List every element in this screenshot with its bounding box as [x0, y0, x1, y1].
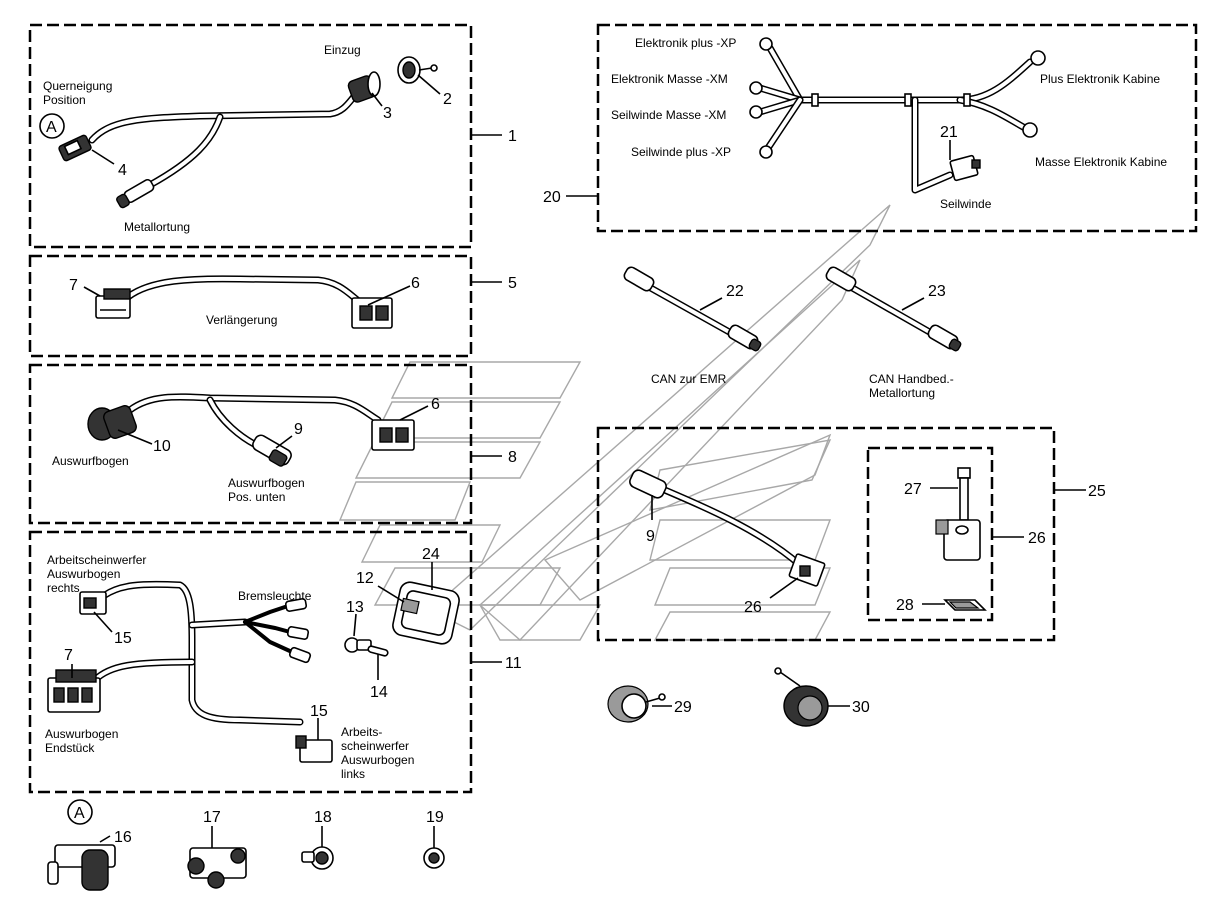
label-seilwinde: Seilwinde [940, 197, 992, 211]
part-29-cap [607, 685, 666, 723]
group-8-frame [28, 363, 473, 525]
part-17-distributor [187, 847, 247, 889]
label-arbeitscheinwerfer-links-4: links [341, 767, 365, 781]
label-can-handbed: CAN Handbed.- [869, 372, 954, 386]
label-elektronik-plus-xp: Elektronik plus -XP [635, 36, 736, 50]
callout-3: 3 [383, 105, 392, 122]
label-endstueck-2: Endstück [45, 741, 95, 755]
group-25-frame [596, 426, 1056, 642]
label-arbeitscheinwerfer-links-2: scheinwerfer [341, 739, 409, 753]
harness-11 [47, 580, 460, 763]
callout-30: 30 [852, 699, 870, 716]
label-metallortung: Metallortung [124, 220, 190, 234]
label-verlaengerung: Verlängerung [206, 313, 277, 327]
callout-28: 28 [896, 597, 914, 614]
callout-8: 8 [508, 449, 517, 466]
callout-23: 23 [928, 283, 946, 300]
harness-8 [87, 393, 415, 467]
group-26-frame [866, 446, 994, 622]
callout-9-group8: 9 [294, 421, 303, 438]
label-pos-unten: Pos. unten [228, 490, 285, 504]
callout-9-group25: 9 [646, 528, 655, 545]
group-20-frame [596, 23, 1198, 233]
callout-29: 29 [674, 699, 692, 716]
can-cable-22 [623, 266, 762, 352]
label-can-zur-emr: CAN zur EMR [651, 372, 727, 386]
callout-13: 13 [346, 599, 364, 616]
callout-19: 19 [426, 809, 444, 826]
callout-12: 12 [356, 570, 374, 587]
label-arbeitscheinwerfer-links-3: Auswurbogen [341, 753, 414, 767]
callout-6-group8: 6 [431, 396, 440, 413]
label-plus-elektronik-kabine: Plus Elektronik Kabine [1040, 72, 1160, 86]
marker-a-circle [39, 113, 65, 139]
callout-1: 1 [508, 128, 517, 145]
callout-2: 2 [443, 91, 452, 108]
callout-16: 16 [114, 829, 132, 846]
cable-25 [629, 469, 826, 587]
harness-20 [749, 37, 1046, 194]
label-endstueck-1: Auswurbogen [45, 727, 118, 741]
callout-10: 10 [153, 438, 171, 455]
label-seilwinde-masse-xm: Seilwinde Masse -XM [611, 108, 726, 122]
label-auswurfbogen-pos: Auswurfbogen [228, 476, 305, 490]
callout-22: 22 [726, 283, 744, 300]
label-seilwinde-plus-xp: Seilwinde plus -XP [631, 145, 731, 159]
callout-25: 25 [1088, 483, 1106, 500]
callout-6-group5: 6 [411, 275, 420, 292]
valve-26-detail [935, 467, 987, 611]
callout-4: 4 [118, 162, 127, 179]
label-arbeitscheinwerfer-rechts-3: rechts [47, 581, 80, 595]
label-bremsleuchte: Bremsleuchte [238, 589, 312, 603]
harness-1 [58, 56, 438, 209]
group-5-frame [28, 254, 473, 358]
harness-5 [95, 275, 393, 329]
label-elektronik-masse-xm: Elektronik Masse -XM [611, 72, 728, 86]
part-30-cap [774, 667, 829, 727]
marker-a-circle-bottom [67, 799, 93, 825]
callout-15-links: 15 [310, 703, 328, 720]
label-masse-elektronik-kabine: Masse Elektronik Kabine [1035, 155, 1167, 169]
callout-15-rechts: 15 [114, 630, 132, 647]
label-arbeitscheinwerfer-rechts-2: Auswurbogen [47, 567, 120, 581]
callout-21: 21 [940, 124, 958, 141]
label-position: Position [43, 93, 86, 107]
callout-17: 17 [203, 809, 221, 826]
callout-27: 27 [904, 481, 922, 498]
callout-26-detail: 26 [1028, 530, 1046, 547]
label-querneigung: Querneigung [43, 79, 112, 93]
group-1-frame [28, 23, 473, 249]
can-cable-23 [825, 266, 962, 352]
label-arbeitscheinwerfer-rechts-1: Arbeitscheinwerfer [47, 553, 146, 567]
label-auswurfbogen: Auswurfbogen [52, 454, 129, 468]
callout-11: 11 [505, 655, 522, 672]
part-18-clip [301, 846, 334, 870]
marker-a: A [46, 119, 57, 136]
part-19-clip [423, 847, 445, 869]
callout-18: 18 [314, 809, 332, 826]
callout-5: 5 [508, 275, 517, 292]
callout-26-group25: 26 [744, 599, 762, 616]
callout-24: 24 [422, 546, 440, 563]
label-einzug: Einzug [324, 43, 361, 57]
callout-14: 14 [370, 684, 388, 701]
label-arbeitscheinwerfer-links-1: Arbeits- [341, 725, 382, 739]
marker-a-bottom: A [74, 805, 85, 822]
callout-20: 20 [543, 189, 561, 206]
part-16-bracket [47, 844, 116, 891]
callout-7-group11: 7 [64, 647, 73, 664]
label-can-metallortung: Metallortung [869, 386, 935, 400]
callout-7-group5: 7 [69, 277, 78, 294]
